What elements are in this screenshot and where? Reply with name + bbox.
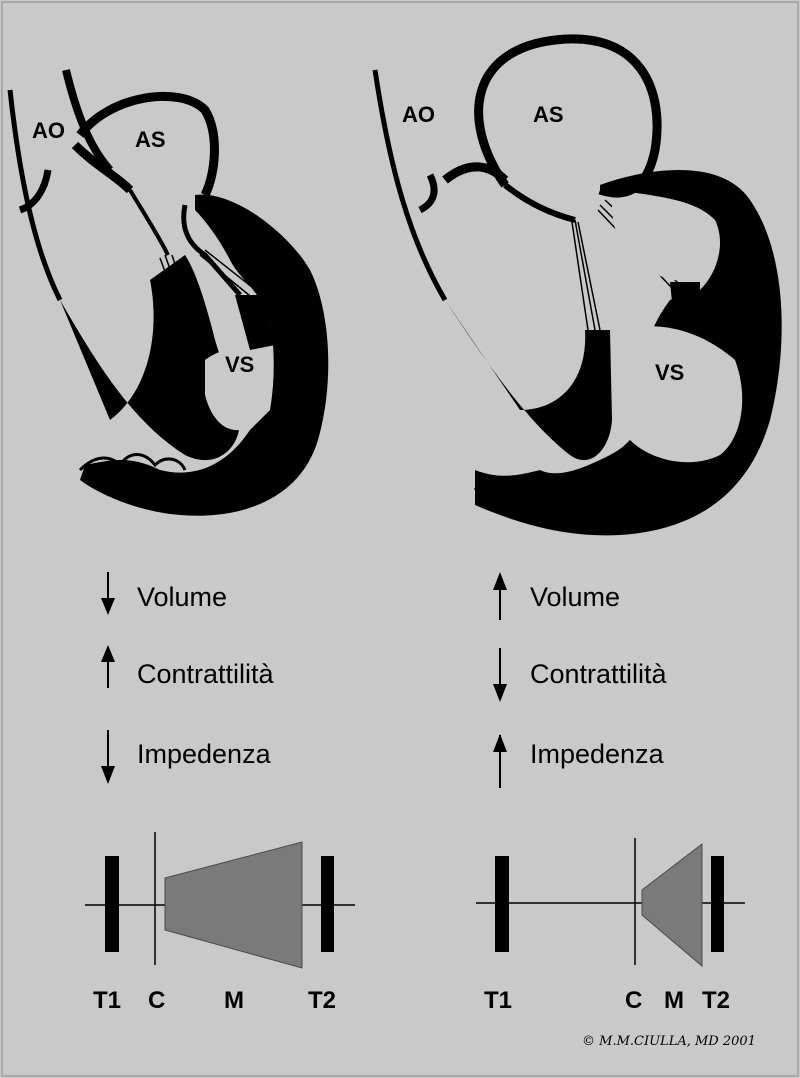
label-m-right: M — [664, 987, 684, 1014]
s1-bar — [105, 856, 119, 952]
label-t1-right: T1 — [484, 987, 512, 1014]
label-c-right: C — [625, 987, 642, 1014]
label-as-left: AS — [135, 127, 166, 152]
s1-bar — [495, 856, 509, 952]
copyright-credit: © M.M.CIULLA, MD 2001 — [582, 1034, 756, 1049]
label-c-left: C — [148, 987, 165, 1014]
s2-bar — [711, 856, 724, 952]
label-t2-left: T2 — [308, 987, 336, 1014]
row-impedenza-left: Impedenza — [137, 739, 272, 769]
label-vs-right: VS — [655, 360, 684, 385]
papillary-muscle-2 — [670, 282, 700, 302]
label-as-right: AS — [533, 102, 564, 127]
row-volume-left: Volume — [137, 582, 227, 612]
papillary-muscle-1 — [590, 330, 612, 420]
label-vs-left: VS — [225, 352, 254, 377]
label-t1-left: T1 — [93, 987, 121, 1014]
row-volume-right: Volume — [530, 582, 620, 612]
label-m-left: M — [224, 987, 244, 1014]
row-contrattilita-left: Contrattilità — [137, 659, 275, 689]
row-contrattilita-right: Contrattilità — [530, 659, 668, 689]
s2-bar — [321, 856, 334, 952]
row-impedenza-right: Impedenza — [530, 739, 665, 769]
label-t2-right: T2 — [702, 987, 730, 1014]
label-ao-left: AO — [32, 118, 65, 143]
label-ao-right: AO — [402, 102, 435, 127]
